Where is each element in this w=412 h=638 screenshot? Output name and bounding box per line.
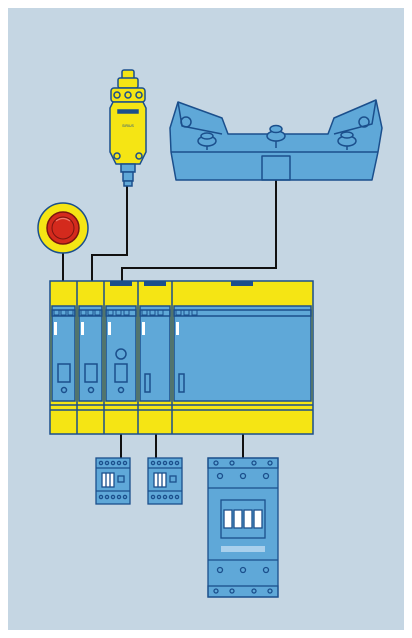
contactor-icon xyxy=(147,457,183,505)
modular-safety-relay-icon xyxy=(49,280,314,435)
safety-position-switch-icon xyxy=(109,69,147,187)
position-switch-label: SIRIUS xyxy=(122,124,134,128)
relay-module-1 xyxy=(51,305,76,402)
wire-position-switch xyxy=(91,186,128,282)
relay-module-2 xyxy=(78,305,103,402)
relay-module-5 xyxy=(173,281,312,402)
relay-module-4 xyxy=(139,281,171,402)
contactor-icon xyxy=(95,457,131,505)
relay-module-3 xyxy=(105,281,137,402)
emergency-stop-button-icon xyxy=(37,202,89,254)
wire-two-hand-control xyxy=(121,180,277,282)
wires xyxy=(62,180,277,458)
two-hand-control-icon xyxy=(169,99,383,181)
power-contactor-icon xyxy=(207,457,279,598)
